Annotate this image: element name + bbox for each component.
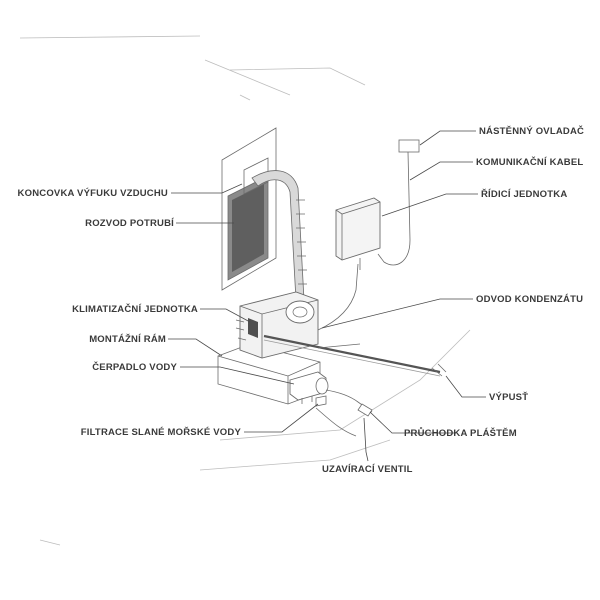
ac-unit xyxy=(235,291,319,359)
leader-lines xyxy=(168,130,486,462)
control-unit xyxy=(335,197,381,270)
label-ridici: ŘÍDICÍ JEDNOTKA xyxy=(481,188,567,200)
water-pump xyxy=(289,371,329,407)
leader-uzaviraci xyxy=(363,417,369,462)
leader-vypust xyxy=(445,375,486,398)
label-pruchodka: PRŮCHODKA PLÁŠTĚM xyxy=(404,427,517,439)
label-odvod: ODVOD KONDENZÁTU xyxy=(476,294,583,305)
labels: KONCOVKA VÝFUKU VZDUCHU ROZVOD POTRUBÍ K… xyxy=(18,125,584,475)
label-komunikacni: KOMUNIKAČNÍ KABEL xyxy=(476,156,583,168)
label-montazni: MONTÁŽNÍ RÁM xyxy=(89,333,166,345)
leader-pruchodka xyxy=(369,411,456,434)
label-cerpadlo: ČERPADLO VODY xyxy=(92,361,177,373)
label-koncovka: KONCOVKA VÝFUKU VZDUCHU xyxy=(18,187,168,199)
label-uzaviraci: UZAVÍRACÍ VENTIL xyxy=(322,464,413,475)
leader-filtrace xyxy=(244,403,319,433)
leader-klimatizacni xyxy=(200,308,251,323)
label-rozvod: ROZVOD POTRUBÍ xyxy=(85,218,174,229)
wall-controller xyxy=(377,139,420,266)
leader-komunikacni xyxy=(409,161,473,181)
label-nastenny: NÁSTĚNNÝ OVLADAČ xyxy=(479,125,584,137)
label-vypust: VÝPUSŤ xyxy=(489,391,528,403)
background-hull-lines xyxy=(19,35,471,546)
label-klimatizacni: KLIMATIZAČNÍ JEDNOTKA xyxy=(72,303,198,315)
leader-nastenny xyxy=(419,130,476,146)
leader-cerpadlo xyxy=(180,366,295,385)
leader-odvod xyxy=(321,298,473,329)
drain-outlet xyxy=(431,363,447,377)
leader-koncovka xyxy=(171,183,243,194)
pipework xyxy=(263,263,441,437)
wall-panel xyxy=(221,127,277,291)
label-filtrace: FILTRACE SLANÉ MOŘSKÉ VODY xyxy=(81,426,242,438)
leader-ridici xyxy=(381,193,478,217)
leader-montazni xyxy=(168,338,223,357)
